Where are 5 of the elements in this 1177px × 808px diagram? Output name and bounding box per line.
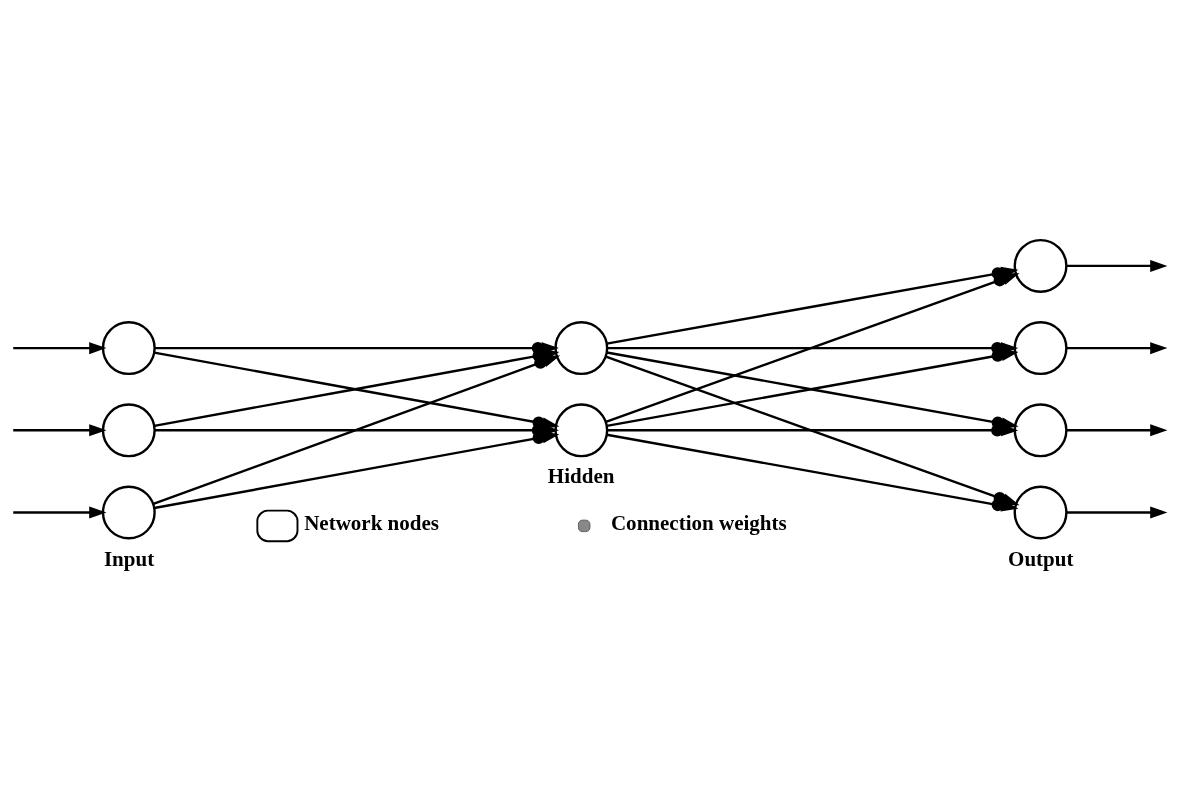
label: Input xyxy=(103,546,155,571)
legend-label: Network nodes xyxy=(304,510,440,535)
label: Hidden xyxy=(547,463,615,488)
legend-label: Connection weights xyxy=(610,510,787,535)
label: Output xyxy=(1008,546,1074,571)
